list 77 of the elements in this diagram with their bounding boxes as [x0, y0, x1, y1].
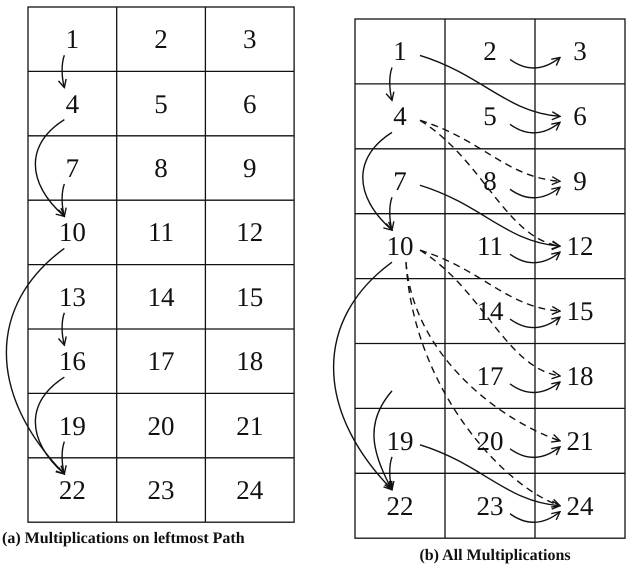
cell-number: 15	[230, 280, 270, 313]
cell-number: 11	[470, 230, 510, 262]
cell-number: 12	[560, 230, 600, 262]
cell-number: 1	[52, 23, 92, 56]
cell-number: 1	[380, 35, 420, 68]
cell-number: 2	[141, 23, 182, 56]
cell-number: 10	[380, 230, 420, 262]
cell-number: 23	[141, 474, 182, 506]
arrow	[510, 251, 561, 264]
arrow	[405, 262, 561, 507]
cell-number: 8	[141, 152, 182, 184]
cell-number: 23	[470, 490, 510, 522]
cell-number: 7	[52, 152, 92, 184]
cell-number: 21	[230, 410, 270, 442]
arrow	[332, 262, 393, 490]
arrow	[386, 456, 395, 490]
cell-number: 14	[141, 280, 182, 313]
cell-number: 21	[560, 424, 600, 457]
arrow	[58, 312, 68, 346]
arrow	[34, 119, 66, 218]
cell-number: 8	[470, 165, 510, 198]
cell-number: 5	[141, 88, 182, 120]
cell-number: 17	[141, 345, 182, 378]
arrow	[58, 441, 68, 475]
arrow	[362, 132, 393, 231]
cell-number: 12	[230, 216, 270, 248]
cell-number: 22	[52, 474, 92, 506]
cell-number: 18	[230, 345, 270, 378]
cell-number: 10	[52, 216, 92, 248]
cell-number: 5	[470, 100, 510, 132]
cell-number: 24	[560, 490, 600, 522]
arrow	[510, 186, 561, 198]
arrow	[510, 56, 561, 69]
cell-number: 7	[380, 165, 420, 198]
cell-number: 4	[380, 100, 420, 132]
figure-caption: (a) Multiplications on leftmost Path	[2, 529, 246, 549]
cell-number: 2	[470, 35, 510, 68]
cell-number: 3	[560, 35, 600, 68]
cell-number: 20	[141, 410, 182, 442]
arrow	[6, 248, 66, 475]
cell-number: 20	[470, 424, 510, 457]
cell-number: 18	[560, 360, 600, 392]
arrow	[420, 184, 561, 250]
cell-number: 13	[52, 280, 92, 313]
cell-number: 6	[230, 88, 270, 120]
arrow	[510, 381, 561, 394]
arrow	[420, 54, 561, 120]
cell-number: 24	[230, 474, 270, 506]
arrow	[420, 120, 561, 249]
arrow	[58, 184, 68, 218]
arrow	[510, 122, 561, 134]
arrow	[58, 54, 68, 88]
cell-number: 17	[470, 360, 510, 392]
cell-number: 3	[230, 23, 270, 56]
arrow	[420, 444, 561, 510]
arrow	[420, 249, 561, 315]
arrow	[420, 250, 561, 378]
arrow	[510, 316, 561, 328]
cell-number: 19	[380, 424, 420, 457]
cell-number: 14	[470, 295, 510, 328]
cell-number: 16	[52, 345, 92, 378]
figure-caption: (b) All Multiplications	[418, 546, 572, 566]
cell-number: 19	[52, 410, 92, 442]
arrow	[386, 67, 395, 102]
cell-number: 4	[52, 88, 92, 120]
arrow	[34, 376, 66, 475]
cell-number: 22	[380, 490, 420, 522]
arrow	[510, 446, 561, 458]
cell-number: 9	[560, 165, 600, 198]
cell-number: 6	[560, 100, 600, 132]
arrow	[420, 120, 561, 185]
arrow	[373, 390, 393, 490]
cell-number: 9	[230, 152, 270, 184]
cell-number: 15	[560, 295, 600, 328]
arrow	[386, 197, 395, 231]
cell-number: 11	[141, 216, 182, 248]
arrow	[510, 511, 561, 523]
